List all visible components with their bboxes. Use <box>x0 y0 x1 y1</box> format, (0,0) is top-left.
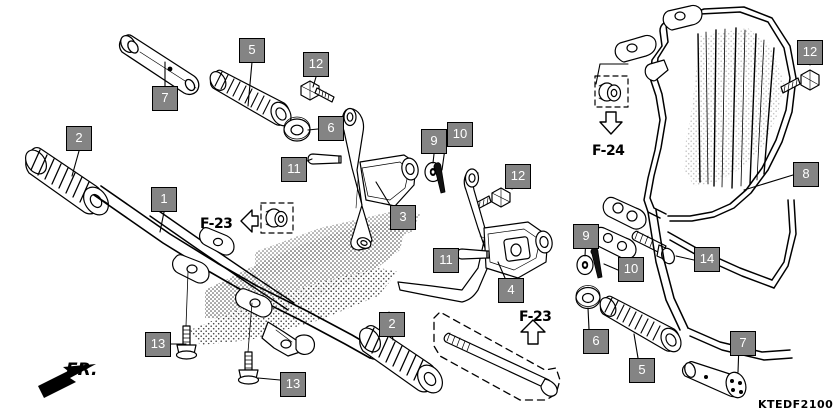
f23-bottom-marker <box>520 319 546 345</box>
callout-footpeg-rubber-left[interactable]: 2 <box>66 126 92 151</box>
part-washer-upper-left <box>283 116 311 142</box>
part-cotter-pin-center <box>433 162 446 194</box>
f24-marker <box>594 63 629 135</box>
callout-cotter-pin-center[interactable]: 10 <box>447 122 473 147</box>
part-gearshift-pedal <box>397 168 553 303</box>
part-pivot-pin-left <box>118 34 200 96</box>
section-ref-f-23-up[interactable]: F-23 <box>519 309 552 325</box>
part-long-bolt <box>443 332 558 397</box>
callout-washer-upper-left[interactable]: 6 <box>318 116 344 141</box>
part-washer-right <box>576 254 594 276</box>
diagram-code: KTEDF2100 <box>758 398 834 411</box>
f23-dashed-region <box>433 311 561 401</box>
callout-washer-center[interactable]: 9 <box>421 129 447 154</box>
callout-brake-pedal-arm[interactable]: 3 <box>390 205 416 230</box>
callout-flange-bolt-upper-left[interactable]: 12 <box>303 52 329 77</box>
callout-footpeg-rubber-right[interactable]: 2 <box>379 312 405 337</box>
callout-rear-carrier[interactable]: 8 <box>793 162 819 187</box>
part-bolt-lower-center <box>237 351 260 385</box>
callout-flange-bolt-center[interactable]: 12 <box>505 164 531 189</box>
part-flange-bolt-upper-left <box>300 80 335 103</box>
part-pivot-pin-right <box>681 361 747 399</box>
part-rear-carrier <box>592 4 797 361</box>
section-ref-f-23-left[interactable]: F-23 <box>200 216 233 232</box>
callout-footpeg-rubber-upper[interactable]: 5 <box>239 38 265 63</box>
part-flange-bolt-right <box>780 69 820 94</box>
callout-gearshift-pedal[interactable]: 4 <box>498 278 524 303</box>
f23-left-marker <box>240 202 294 234</box>
callout-bolt-lower-center[interactable]: 13 <box>280 372 306 397</box>
part-bolt-lower-left <box>175 325 198 360</box>
callout-pin-left[interactable]: 11 <box>281 157 307 182</box>
part-pin-left <box>307 153 342 165</box>
front-direction-arrow <box>38 364 96 398</box>
callout-footpeg-bar-assembly[interactable]: 1 <box>151 187 177 212</box>
part-footpeg-rubber-right <box>358 324 443 394</box>
part-washer-lower-right <box>575 285 601 310</box>
part-brake-pedal-arm <box>341 107 419 251</box>
callout-washer-lower-right[interactable]: 6 <box>583 329 609 354</box>
part-footpeg-rubber-left <box>24 146 109 216</box>
callout-pivot-pin-left[interactable]: 7 <box>152 86 178 111</box>
callout-footpeg-rubber-lower[interactable]: 5 <box>629 358 655 383</box>
part-footpeg-rubber-lower <box>599 295 682 353</box>
callout-washer-right[interactable]: 9 <box>573 224 599 249</box>
callout-cotter-pin-right[interactable]: 10 <box>618 257 644 282</box>
front-direction-label: FR. <box>66 360 98 380</box>
callout-pin-right[interactable]: 11 <box>433 248 459 273</box>
callout-flange-bolt-right[interactable]: 12 <box>797 40 823 65</box>
part-pin-right <box>456 248 490 260</box>
part-footpeg-bar-assembly <box>93 185 388 360</box>
callout-bolt-right[interactable]: 14 <box>694 247 720 272</box>
callout-pivot-pin-right[interactable]: 7 <box>730 331 756 356</box>
section-ref-f-24-down[interactable]: F-24 <box>592 143 625 159</box>
callout-bolt-lower-left[interactable]: 13 <box>145 332 171 357</box>
part-bolt-right <box>631 230 675 265</box>
